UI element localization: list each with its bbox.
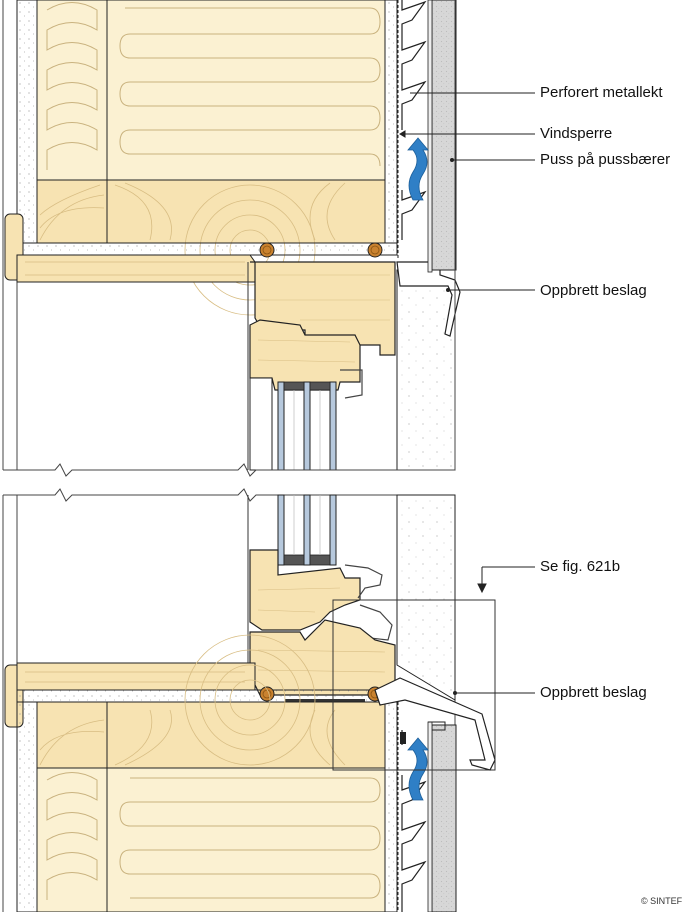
label-puss-pa-pussbaerer: Puss på pussbærer (540, 151, 671, 168)
airflow-arrow-bottom (407, 737, 429, 801)
detail-reference-box (332, 599, 496, 771)
label-perforert-metallekt: Perforert metallekt (540, 84, 663, 101)
label-vindsperre: Vindsperre (540, 125, 613, 142)
head-detail (2, 0, 461, 477)
sill-detail (2, 488, 496, 912)
label-se-fig: Se fig. 621b (540, 558, 621, 575)
airflow-arrow-top (407, 137, 429, 201)
leader-lines (399, 92, 535, 695)
copyright-notice: © SINTEF (641, 896, 683, 906)
label-oppbrett-beslag-top: Oppbrett beslag (540, 282, 647, 299)
label-oppbrett-beslag-bottom: Oppbrett beslag (540, 684, 647, 701)
